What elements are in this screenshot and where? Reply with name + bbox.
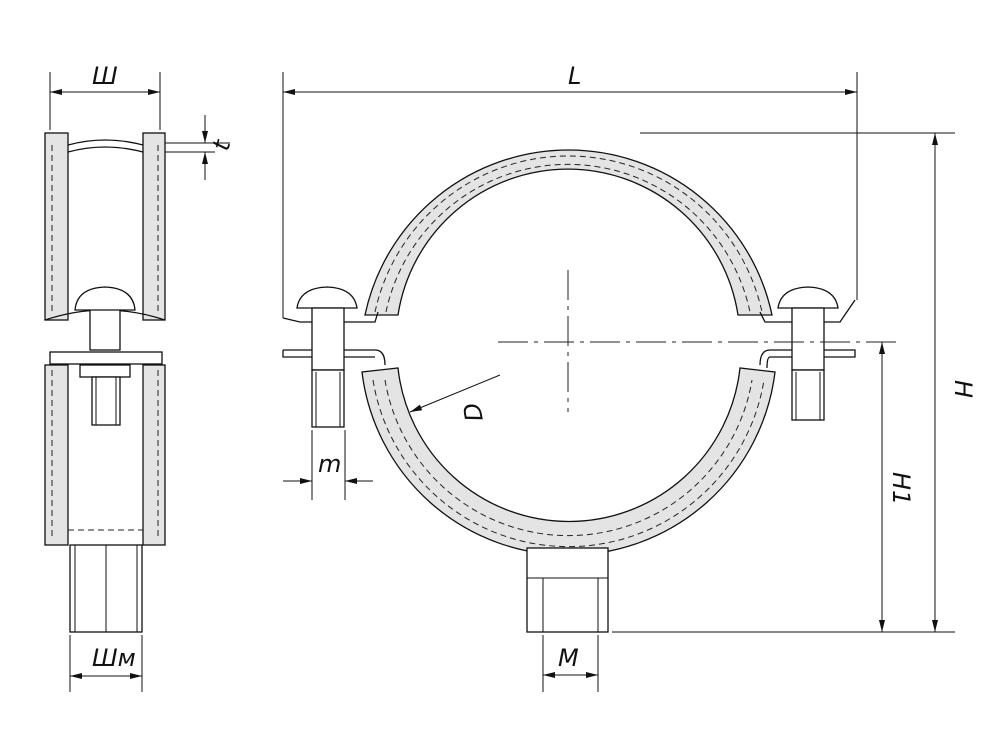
length-label: L — [568, 62, 581, 90]
front-view — [282, 149, 900, 633]
nut-width-label: Шм — [92, 644, 136, 672]
side-view — [44, 132, 166, 633]
dimension-bolt: m — [283, 430, 373, 500]
thread-label: M — [558, 644, 579, 672]
dimension-width: Ш — [49, 62, 161, 130]
dimension-thread: M — [542, 635, 599, 692]
center-height-label: H1 — [887, 472, 915, 505]
height-label: H — [949, 380, 977, 398]
dimension-center-height: H1 — [879, 342, 915, 632]
dimension-nut-width: Шм — [69, 635, 143, 692]
width-label: Ш — [92, 62, 118, 90]
dimension-diameter: D — [409, 374, 501, 424]
bolt-label: m — [318, 450, 341, 478]
dimension-height: H — [612, 132, 977, 633]
dimension-length: L — [282, 62, 858, 318]
dimension-thickness: t — [165, 115, 237, 180]
diameter-label: D — [458, 401, 489, 424]
thickness-label: t — [207, 136, 237, 154]
